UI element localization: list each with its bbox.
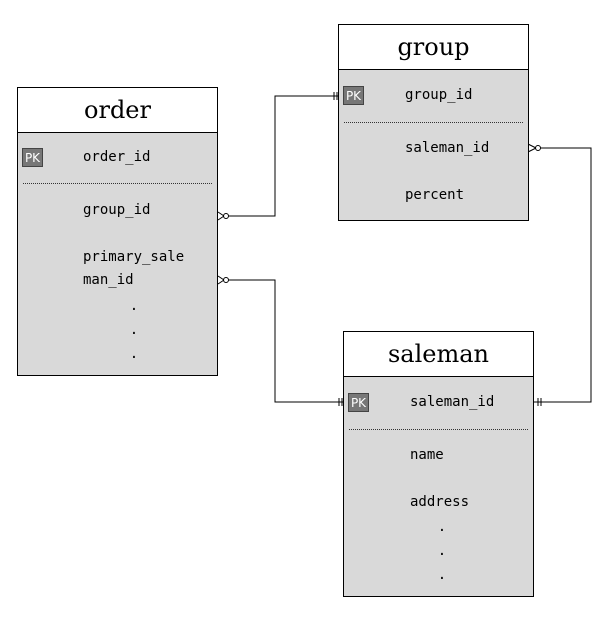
field-address: address xyxy=(410,494,470,510)
relationship-order-group xyxy=(217,92,338,221)
entity-title: saleman xyxy=(344,332,533,377)
ellipsis-dot: . xyxy=(437,567,447,583)
entity-group[interactable]: group PK group_id saleman_id percent xyxy=(338,24,529,221)
pk-field-group-id: group_id xyxy=(405,87,473,103)
key-separator xyxy=(344,122,523,123)
key-separator xyxy=(349,429,528,430)
field-primary-saleman-id-line1: primary_sale xyxy=(83,249,185,265)
field-saleman-id: saleman_id xyxy=(405,140,490,156)
ellipsis-dot: . xyxy=(129,322,139,338)
primary-key-badge: PK xyxy=(343,86,364,105)
entity-saleman[interactable]: saleman PK saleman_id name address . . . xyxy=(343,331,534,597)
pk-field-saleman-id: saleman_id xyxy=(410,394,495,410)
field-percent: percent xyxy=(405,187,465,203)
field-primary-saleman-id-line2: man_id xyxy=(83,272,134,288)
ellipsis-dot: . xyxy=(129,298,139,314)
primary-key-badge: PK xyxy=(348,393,369,412)
ellipsis-dot: . xyxy=(129,346,139,362)
more-fields-indicator: . . . xyxy=(436,515,448,587)
relationship-group-saleman xyxy=(527,143,592,406)
field-name: name xyxy=(410,447,444,463)
relationship-order-saleman xyxy=(217,275,343,406)
more-fields-indicator: . . . xyxy=(128,294,140,366)
entity-order[interactable]: order PK order_id group_id primary_sale … xyxy=(17,87,218,376)
entity-title: order xyxy=(18,88,217,133)
key-separator xyxy=(23,183,212,184)
entity-title: group xyxy=(339,25,528,70)
ellipsis-dot: . xyxy=(437,543,447,559)
ellipsis-dot: . xyxy=(437,519,447,535)
field-group-id: group_id xyxy=(83,202,151,218)
primary-key-badge: PK xyxy=(22,148,43,167)
pk-field-order-id: order_id xyxy=(83,149,151,165)
